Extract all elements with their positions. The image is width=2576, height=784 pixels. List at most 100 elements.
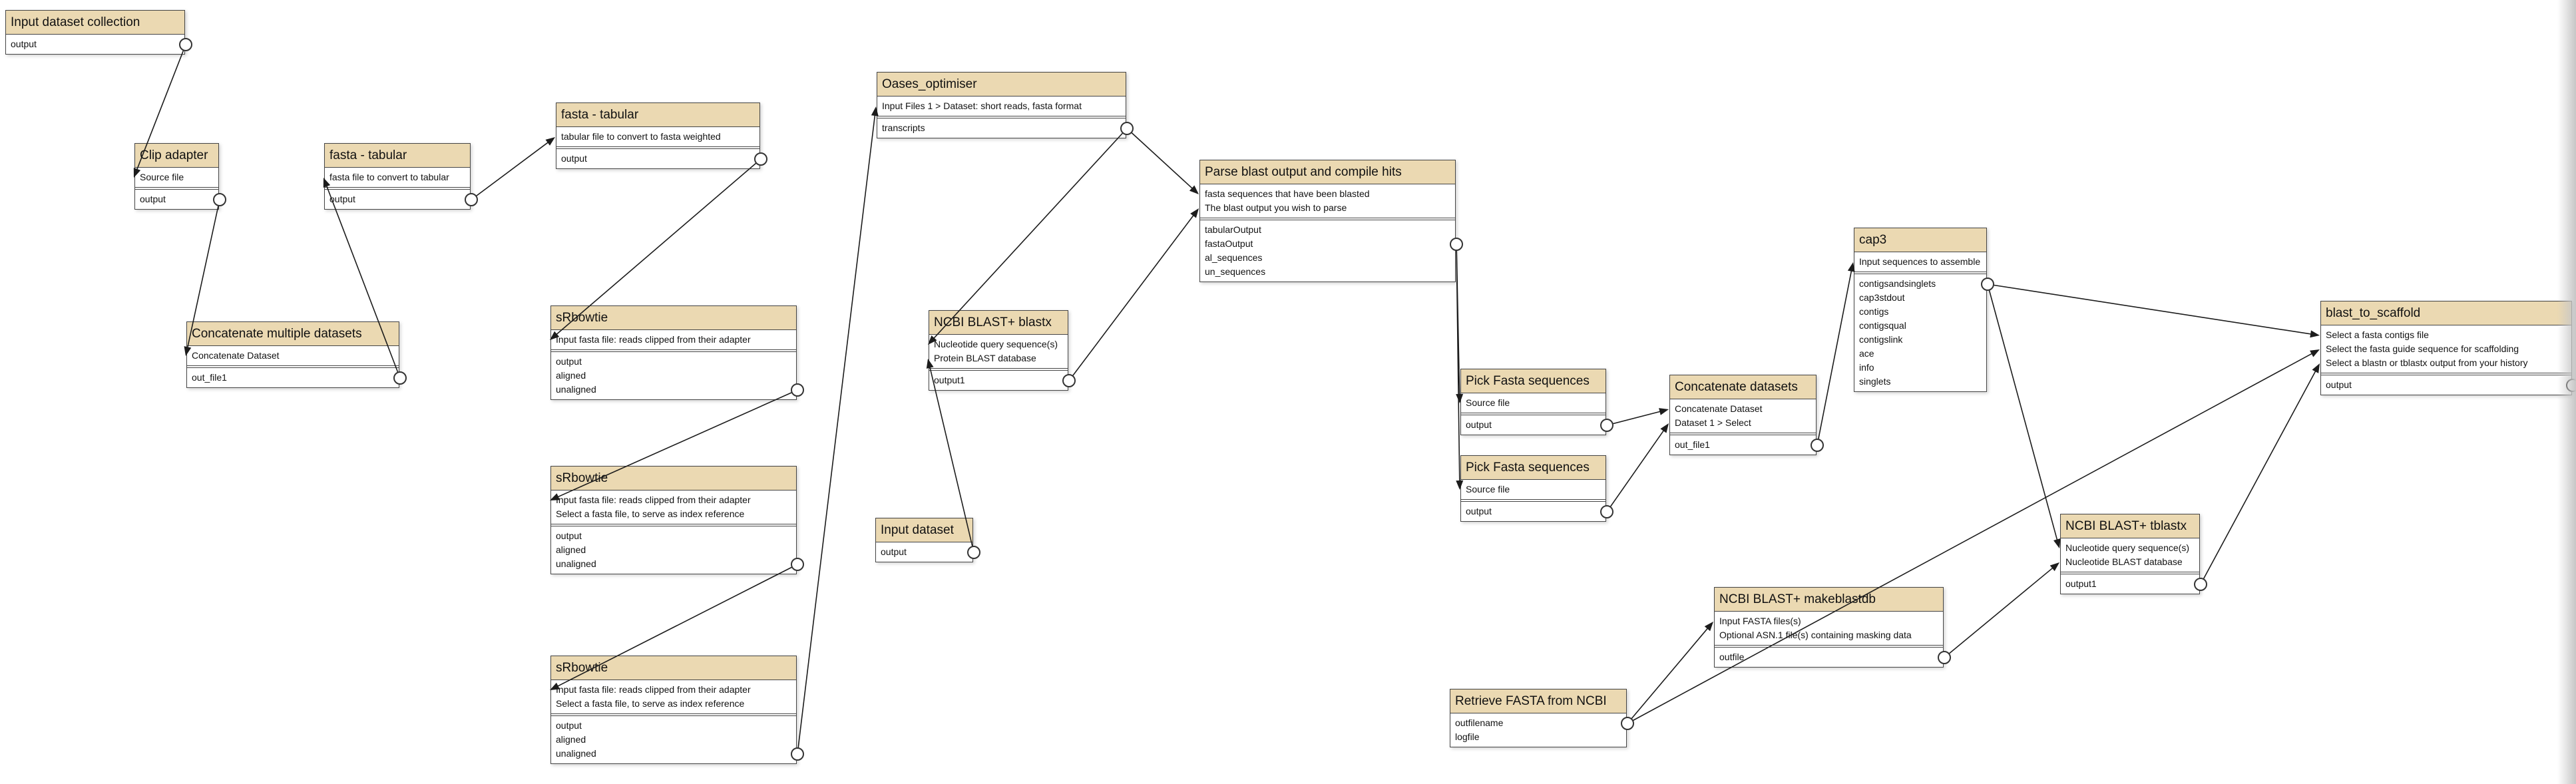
input-terminal-arrow-icon[interactable] [545,137,555,146]
input-terminal-arrow-icon[interactable] [2310,349,2320,357]
node-title[interactable]: Input dataset [876,518,972,542]
input-terminal-arrow-icon[interactable] [2053,538,2061,548]
input-terminal-arrow-icon[interactable] [323,178,331,188]
output-terminal-circle[interactable] [967,546,980,559]
node-title[interactable]: Concatenate datasets [1670,375,1816,399]
node-title[interactable]: Oases_optimiser [877,73,1126,97]
node-outputs-section: output [135,189,218,209]
node-title[interactable]: Pick Fasta sequences [1461,456,1606,480]
output-terminal-circle[interactable] [465,193,478,206]
input-terminal-arrow-icon[interactable] [2310,330,2320,338]
node-title[interactable]: NCBI BLAST+ makeblastdb [1715,588,1943,612]
input-terminal-arrow-icon[interactable] [1456,480,1464,490]
output-terminal-circle[interactable] [1600,419,1613,432]
output-terminal-circle[interactable] [1981,278,1994,291]
node-title[interactable]: Clip adapter [135,144,218,168]
input-terminal-arrow-icon[interactable] [1660,423,1669,433]
node-title[interactable]: sRbowtie [551,656,796,680]
output-terminal-circle[interactable] [1450,238,1463,251]
output-label: cap3stdout [1859,292,1905,303]
output-label: outfile [1719,652,1745,662]
node-title[interactable]: Parse blast output and compile hits [1200,160,1455,184]
workflow-node-input-dataset-collection[interactable]: Input dataset collection output [5,10,185,55]
node-title[interactable]: NCBI BLAST+ tblastx [2061,514,2199,538]
input-label: Nucleotide query sequence(s) [934,339,1058,349]
input-terminal-arrow-icon[interactable] [2312,363,2320,373]
input-terminal-arrow-icon[interactable] [1659,408,1669,415]
input-label: Select a fasta file, to serve as index r… [556,508,745,519]
output-terminal-circle[interactable] [1938,651,1951,664]
node-title[interactable]: Input dataset collection [6,11,184,35]
node-title[interactable]: blast_to_scaffold [2321,301,2571,325]
input-terminal-arrow-icon[interactable] [926,359,934,369]
output-terminal-circle[interactable] [213,193,226,206]
node-title[interactable]: Pick Fasta sequences [1461,369,1606,393]
output-terminal-circle[interactable] [1120,122,1134,135]
input-terminal-arrow-icon[interactable] [2049,562,2059,572]
node-title[interactable]: sRbowtie [551,467,796,490]
output-label: output [1466,419,1492,430]
output-terminal-circle[interactable] [791,383,804,397]
input-label: fasta file to convert to tabular [329,172,449,182]
input-terminal-arrow-icon[interactable] [1847,262,1855,272]
input-terminal-arrow-icon[interactable] [133,167,141,178]
output-terminal-circle[interactable] [2566,379,2576,392]
output-terminal-circle[interactable] [754,152,767,166]
workflow-edge-retrieve-fasta-from-ncbi-to-ncbi-blast-makeblastdb [1627,624,1711,724]
node-title[interactable]: Concatenate multiple datasets [187,322,399,346]
input-terminal-arrow-icon[interactable] [1190,208,1199,218]
output-terminal-circle[interactable] [2194,578,2207,591]
output-terminal-circle[interactable] [1621,717,1634,730]
output-terminal-circle[interactable] [179,38,192,51]
output-terminal-circle[interactable] [393,371,407,385]
input-terminal-arrow-icon[interactable] [871,106,879,116]
output-label: output [556,530,582,541]
output-label: contigsandsinglets [1859,278,1936,289]
node-title[interactable]: Retrieve FASTA from NCBI [1450,689,1626,713]
input-terminal-arrow-icon[interactable] [1189,185,1199,194]
output-terminal-circle[interactable] [791,747,804,761]
input-terminal-arrow-icon[interactable] [550,331,560,340]
output-terminal-circle[interactable] [1600,505,1613,518]
workflow-edge-ncbi-blast-makeblastdb-to-ncbi-blast-tblastx [1944,564,2057,658]
input-terminal-arrow-icon[interactable] [184,346,192,356]
node-title[interactable]: sRbowtie [551,306,796,330]
output-terminal-circle[interactable] [1811,439,1824,452]
input-label: Select a fasta contigs file [2326,329,2429,340]
node-title[interactable]: fasta - tabular [325,144,470,168]
input-terminal-arrow-icon[interactable] [928,335,937,345]
node-title[interactable]: cap3 [1854,228,1986,252]
input-terminal-arrow-icon[interactable] [1704,622,1713,632]
output-label: output [561,153,587,164]
workflow-node-fasta-tabular-lower[interactable]: fasta - tabular fasta file to convert to … [324,143,471,210]
output-terminal-circle[interactable] [791,558,804,571]
output-label: output [11,39,37,49]
input-terminal-arrow-icon[interactable] [550,493,560,500]
input-terminal-arrow-icon[interactable] [550,682,560,690]
node-title[interactable]: NCBI BLAST+ blastx [929,311,1068,335]
output-label: un_sequences [1205,266,1266,277]
output-terminal-circle[interactable] [1062,374,1076,387]
node-title[interactable]: fasta - tabular [556,103,759,127]
